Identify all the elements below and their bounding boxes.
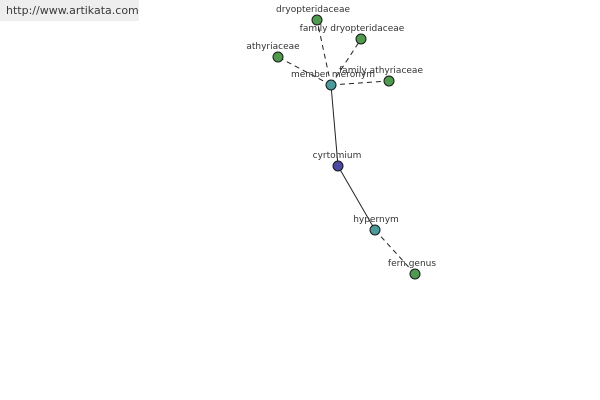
node-layer <box>272 14 421 280</box>
edge-cyrtomium-to-hypernym <box>337 165 376 231</box>
node-fern-genus[interactable] <box>409 268 421 280</box>
node-athyriaceae[interactable] <box>272 51 284 63</box>
node-label-family-dryopteridaceae: family dryopteridaceae <box>300 24 405 34</box>
label-layer: cyrtomium member meronym hypernym dryopteri… <box>246 5 436 269</box>
edge-member_meronym-to-dryopteridaceae <box>316 19 332 86</box>
node-hypernym[interactable] <box>369 224 381 236</box>
node-member-meronym[interactable] <box>325 79 337 91</box>
edge-cyrtomium-to-member_meronym <box>330 84 339 167</box>
node-family-dryopteridaceae[interactable] <box>355 33 367 45</box>
edge-member_meronym-to-athyriaceae <box>277 56 332 86</box>
node-label-fern-genus: fern genus <box>388 259 436 269</box>
edge-member_meronym-to-family_dryopteridaceae <box>330 38 362 86</box>
node-label-hypernym: hypernym <box>353 215 399 225</box>
edge-member_meronym-to-family_athyriaceae <box>330 80 390 86</box>
edge-layer <box>277 19 416 275</box>
node-family-athyriaceae[interactable] <box>383 75 395 87</box>
node-label-family-athyriaceae: family athyriaceae <box>339 66 423 76</box>
watermark-url: http://www.artikata.com <box>0 0 139 21</box>
node-cyrtomium[interactable] <box>332 160 344 172</box>
edge-hypernym-to-fern_genus <box>374 229 416 275</box>
node-label-cyrtomium: cyrtomium <box>313 151 362 161</box>
node-dryopteridaceae[interactable] <box>311 14 323 26</box>
node-label-dryopteridaceae: dryopteridaceae <box>276 5 350 15</box>
node-label-member-meronym: member meronym <box>291 70 375 80</box>
node-label-athyriaceae: athyriaceae <box>246 42 300 52</box>
